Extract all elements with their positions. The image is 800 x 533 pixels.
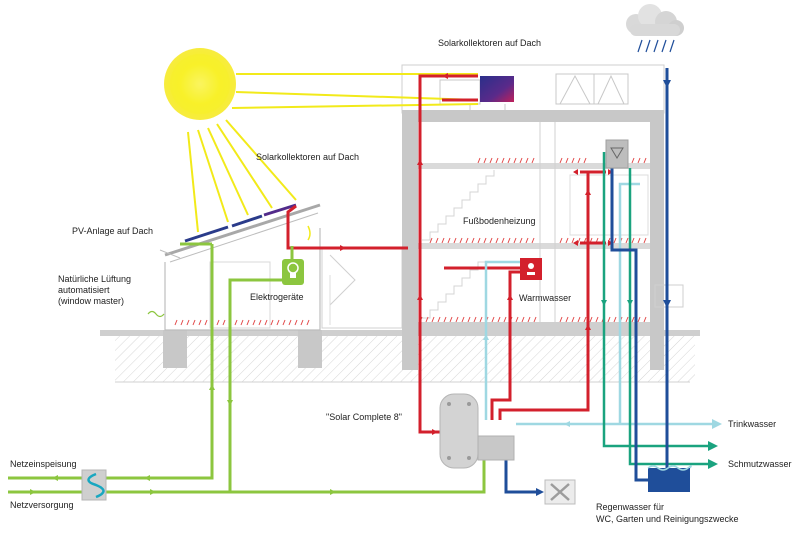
small-building <box>159 203 403 368</box>
electricity-arrows <box>30 384 336 495</box>
solar-heat-pipes <box>286 74 606 434</box>
grid-meter-icon <box>81 469 107 501</box>
ground <box>100 330 700 383</box>
ventilation-label-1: Natürliche Lüftung <box>58 274 132 284</box>
waste-water-pipes <box>602 152 712 466</box>
ventilation-fan-icon <box>544 479 576 505</box>
ventilation-label-2: automatisiert <box>58 285 110 295</box>
airflow-icon-2 <box>307 225 311 241</box>
pv-panels <box>184 203 297 243</box>
roof-collector <box>480 76 514 102</box>
drinking-water-label: Trinkwasser <box>728 419 777 429</box>
sun <box>164 48 236 120</box>
side-collectors-label: Solarkollektoren auf Dach <box>256 152 360 162</box>
grid-feed-label: Netzeinspeisung <box>10 459 77 469</box>
floor-heating-label: Fußbodenheizung <box>463 216 536 226</box>
drinking-water-pipes <box>484 182 718 426</box>
grid-supply-label: Netzversorgung <box>10 500 74 510</box>
rainwater-tank <box>647 465 692 492</box>
sun-rays <box>187 73 479 233</box>
rain-cloud-icon <box>626 4 684 53</box>
rainwater-label-1: Regenwasser für <box>596 502 665 512</box>
airflow-icon <box>147 310 165 318</box>
appliance-bulb-icon <box>282 259 304 285</box>
ventilation-label-3: (window master) <box>58 296 125 306</box>
waste-water-arrows <box>601 300 718 469</box>
rainwater-label-2: WC, Garten und Reinigungszwecke <box>596 514 739 524</box>
storage-label: "Solar Complete 8" <box>326 412 402 422</box>
drinking-water-arrows <box>483 334 722 429</box>
roof-collectors-label: Solarkollektoren auf Dach <box>438 38 542 48</box>
waste-water-label: Schmutzwasser <box>728 459 792 469</box>
main-building <box>401 64 684 370</box>
hot-water-label: Warmwasser <box>519 293 572 303</box>
storage-tank <box>439 393 515 469</box>
water-heater-icon <box>520 258 542 280</box>
rainwater-arrows <box>536 80 671 496</box>
appliances-label: Elektrogeräte <box>250 292 304 302</box>
rain-filter-icon <box>605 139 629 169</box>
pv-label: PV-Anlage auf Dach <box>72 226 154 236</box>
